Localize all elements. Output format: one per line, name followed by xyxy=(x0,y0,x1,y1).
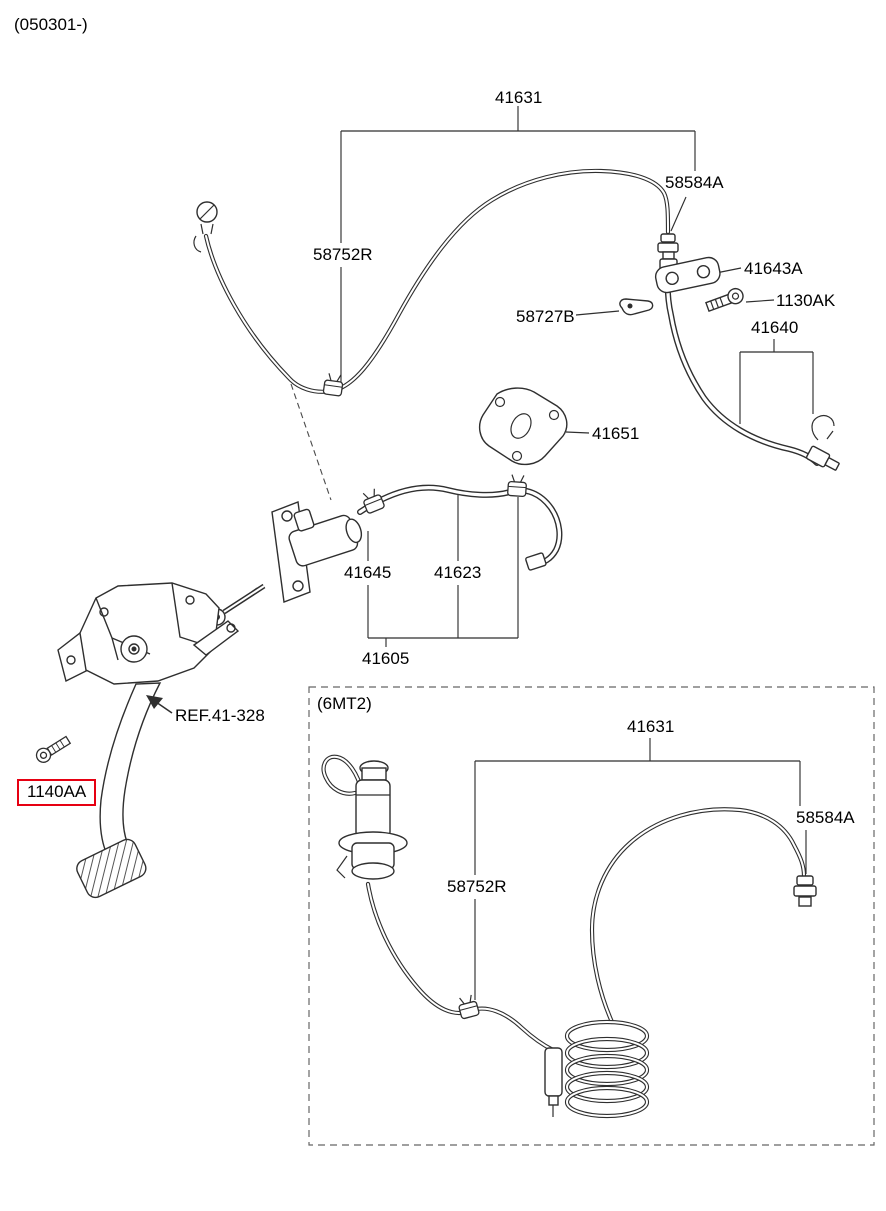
part-label-41605[interactable]: 41605 xyxy=(362,649,410,668)
gasket-drawing xyxy=(478,387,568,466)
part-label-41631[interactable]: 41631 xyxy=(495,88,543,107)
pedal-bolt-drawing xyxy=(35,735,72,763)
bracket-drawing xyxy=(654,256,721,294)
inset-tubes-drawing xyxy=(368,809,804,1050)
part-label-58584a[interactable]: 58584A xyxy=(665,173,724,192)
coil-tube-drawing xyxy=(564,1019,650,1119)
pedal-assembly-drawing xyxy=(57,582,240,899)
inset-cylinder-drawing xyxy=(324,757,408,880)
inset-connector-drawing xyxy=(793,875,817,907)
inset-6mt2-box xyxy=(308,686,875,1146)
part-label-1130ak[interactable]: 1130AK xyxy=(776,291,836,310)
inset-part-label-41631[interactable]: 41631 xyxy=(627,717,675,736)
part-label-41623[interactable]: 41623 xyxy=(434,563,482,582)
inset-variant-label: (6MT2) xyxy=(317,694,372,713)
inset-tube-clamp xyxy=(456,993,481,1020)
leader-lines xyxy=(340,106,814,1000)
part-label-58727b[interactable]: 58727B xyxy=(516,307,575,326)
part-label-41640[interactable]: 41640 xyxy=(751,318,799,337)
part-label-58752r[interactable]: 58752R xyxy=(313,245,373,264)
drawing-date-code: (050301-) xyxy=(14,15,88,34)
ref-note-label: REF.41-328 xyxy=(175,706,265,725)
clutch-hose-drawing xyxy=(668,272,840,471)
clip-drawing xyxy=(619,298,654,316)
tube-end-fitting-drawing xyxy=(193,201,218,253)
part-label-41643a[interactable]: 41643A xyxy=(744,259,803,278)
part-label-1140aa-highlighted[interactable]: 1140AA xyxy=(17,779,97,806)
part-label-41645[interactable]: 41645 xyxy=(344,563,392,582)
inset-damper-drawing xyxy=(544,1047,563,1117)
ref-arrow xyxy=(146,695,173,714)
clutch-tube-drawing xyxy=(206,171,668,392)
bracket-bolt-drawing xyxy=(705,287,744,313)
master-cylinder-drawing xyxy=(208,501,363,626)
inset-part-label-58752r[interactable]: 58752R xyxy=(447,877,507,896)
part-label-41651[interactable]: 41651 xyxy=(592,424,640,443)
inset-part-label-58584a[interactable]: 58584A xyxy=(796,808,855,827)
reservoir-hose-drawing xyxy=(360,488,559,571)
